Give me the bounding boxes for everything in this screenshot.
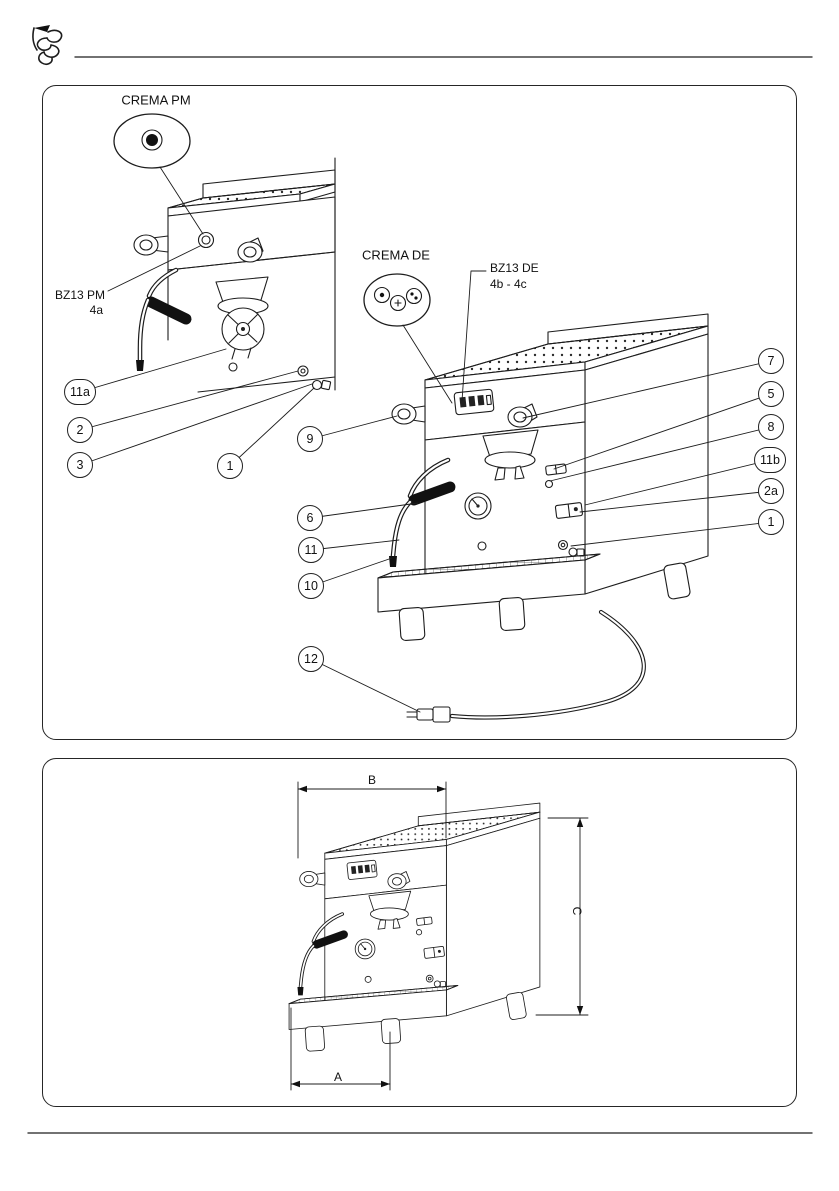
label-bz13-pm: BZ13 PM: [54, 288, 105, 302]
dimensions-panel: [42, 758, 797, 1107]
callout-5: 5: [758, 381, 784, 407]
callout-10: 10: [298, 573, 324, 599]
machine-crema-de: [378, 314, 708, 723]
dim-label-a: A: [333, 1070, 343, 1084]
dim-label-b: B: [367, 773, 377, 787]
callout-11a: 11a: [64, 379, 96, 405]
callout-1-de: 1: [758, 509, 784, 535]
dimension-lines: [290, 781, 589, 1091]
callout-8: 8: [758, 414, 784, 440]
label-pm-variant: 4a: [89, 303, 103, 317]
label-de-variant: 4b - 4c: [490, 277, 527, 291]
de-leader-lines: [309, 270, 772, 713]
callout-3: 3: [67, 452, 93, 478]
label-bz13-de: BZ13 DE: [490, 261, 539, 275]
callout-2a: 2a: [758, 478, 784, 504]
pm-leader-lines: [79, 245, 315, 467]
crema-pm-detail-balloon: [113, 113, 204, 235]
callout-11b: 11b: [754, 447, 786, 473]
label-crema-pm: CREMA PM: [121, 92, 191, 108]
callout-2: 2: [67, 417, 93, 443]
parts-diagram-panel: [42, 85, 797, 740]
callout-9: 9: [297, 426, 323, 452]
callout-1-pm: 1: [217, 453, 243, 479]
crema-de-detail-balloon: [363, 273, 453, 404]
label-crema-de: CREMA DE: [362, 247, 430, 263]
callout-6: 6: [297, 505, 323, 531]
machine-dimension-view: [289, 803, 540, 1051]
brand-logo-icon: [32, 25, 63, 65]
machine-crema-pm: [133, 157, 336, 393]
power-plug: [432, 706, 451, 723]
dim-label-c: C: [570, 906, 584, 916]
callout-11: 11: [298, 537, 324, 563]
callout-12: 12: [298, 646, 324, 672]
callout-7: 7: [758, 348, 784, 374]
